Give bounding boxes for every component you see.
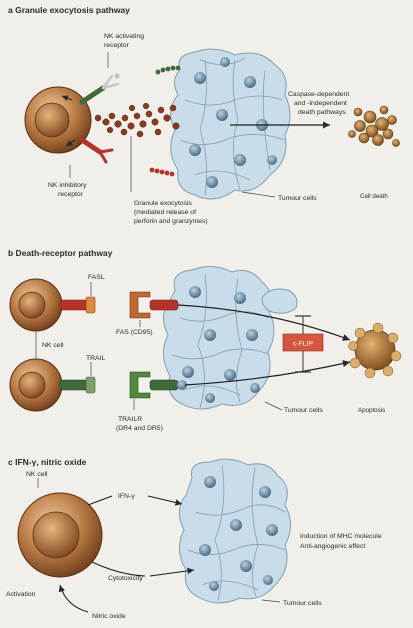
fasl-label: FASL	[88, 274, 105, 281]
caspase-label-2: and -independent	[294, 100, 347, 107]
tumour-cells-label-b: Tumour cells	[284, 407, 323, 414]
panel-a: a Granule exocytosis pathway	[8, 5, 400, 225]
granule-exocytosis-label-1: Granule exocytosis	[134, 200, 192, 207]
tumour-cells-label-a: Tumour cells	[278, 195, 317, 202]
nk-cell-label-b: NK cell	[42, 342, 64, 349]
induction-label-2: Anti-angiogenic effect	[300, 543, 365, 550]
fasl-ligand-icon	[60, 297, 95, 313]
granule-exocytosis-label-3: perforin and granzymes)	[134, 218, 208, 225]
apoptosis-label: Apoptosis	[358, 407, 385, 414]
nk-cell-c	[18, 493, 102, 577]
cflip-label: c-FLIP	[293, 341, 313, 348]
panel-b-title: b Death-receptor pathway	[8, 248, 113, 258]
nk-inhibitory-receptor-label-2: receptor	[58, 191, 84, 198]
nk-activating-receptor-icon	[82, 74, 120, 103]
trailr-label-1: TRAILR	[118, 416, 142, 423]
trail-ligand-icon	[60, 377, 95, 393]
ifn-gamma-label: IFN-γ	[118, 493, 135, 500]
cell-death-label: Cell death	[360, 193, 388, 200]
induction-label-1: Induction of MHC molecule	[300, 533, 382, 540]
cytotoxicity-label: Cytotoxicity	[108, 575, 143, 582]
cflip-inhibitor: c-FLIP	[283, 316, 323, 372]
caspase-label-3: death pathways	[298, 109, 346, 116]
panel-a-title: a Granule exocytosis pathway	[8, 5, 130, 15]
granules-icon	[95, 103, 179, 137]
nk-inhibitory-receptor-label-1: NK inhibitory	[48, 182, 87, 189]
granule-exocytosis-label-2: (mediated release of	[134, 209, 196, 216]
nk-inhibitory-receptor-icon	[82, 140, 112, 162]
nk-cell-b-bottom	[10, 359, 62, 411]
panel-c-title: c IFN-γ, nitric oxide	[8, 457, 87, 467]
cell-death-icon	[349, 106, 400, 147]
nitric-oxide-label: Nitric oxide	[92, 613, 126, 620]
nk-activating-receptor-label-1: NK activating	[104, 33, 144, 40]
panel-c: c IFN-γ, nitric oxide	[6, 457, 382, 620]
trailr-label-2: (DR4 and DR5)	[116, 425, 163, 432]
tumour-cluster-a	[171, 49, 290, 199]
nk-cell-b-top	[10, 279, 62, 331]
activation-label: Activation	[6, 591, 36, 598]
trail-label: TRAIL	[86, 355, 105, 362]
nk-cell-a	[25, 87, 91, 153]
caspase-label-1: Caspase-dependent	[288, 91, 349, 98]
nk-activating-receptor-label-2: receptor	[104, 42, 130, 49]
tumour-cluster-c	[179, 459, 290, 603]
nk-cell-label-c: NK cell	[26, 471, 48, 478]
apoptosis-icon	[349, 323, 402, 378]
fas-label: FAS (CD95)	[116, 329, 153, 336]
tumour-cells-label-c: Tumour cells	[283, 600, 322, 607]
panel-b: b Death-receptor pathway	[8, 248, 401, 432]
